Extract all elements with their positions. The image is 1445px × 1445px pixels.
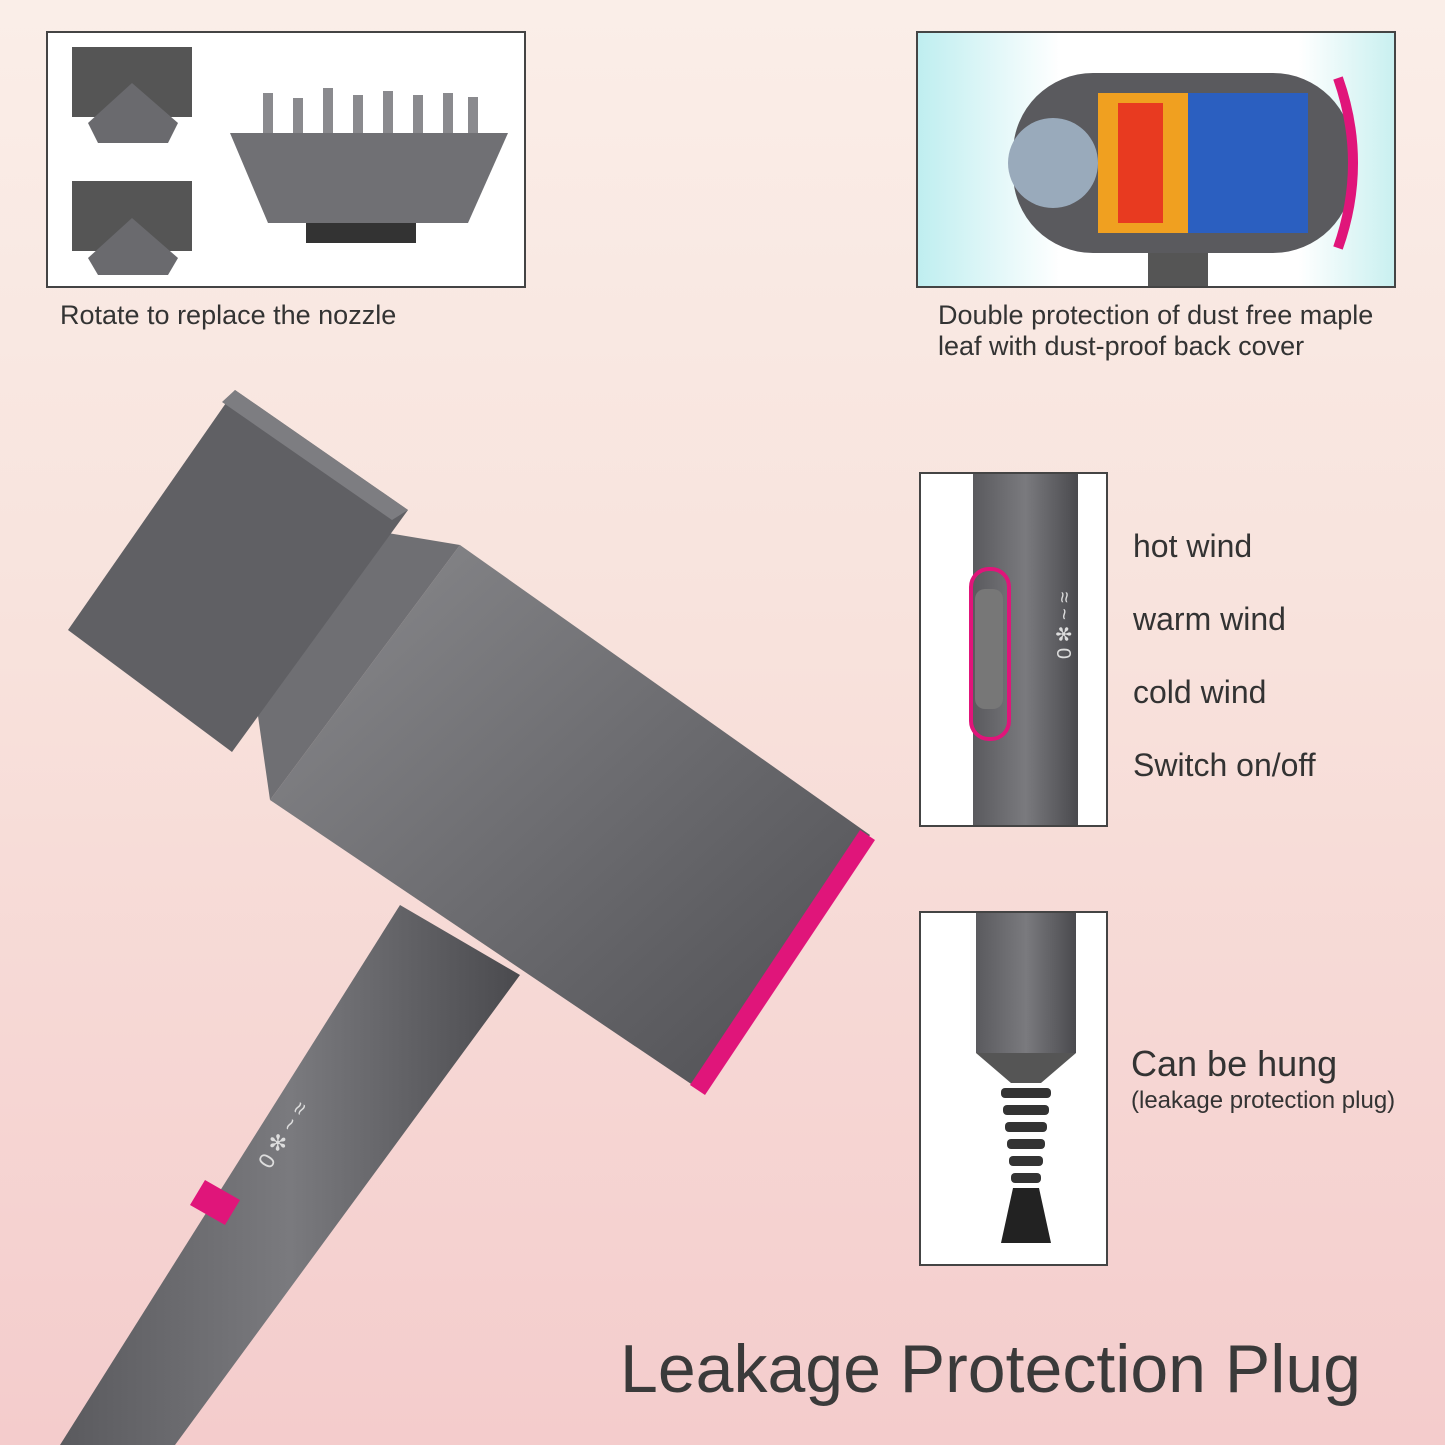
plug-closeup-image <box>976 913 1076 1243</box>
label-hot-wind: hot wind <box>1133 528 1253 564</box>
label-switch-on-off: Switch on/off <box>1133 747 1316 783</box>
hang-title: Can be hung <box>1131 1043 1338 1084</box>
switch-image-box: 0 ✻ ~ ≈ <box>919 472 1108 827</box>
plug-image-box <box>919 911 1108 1266</box>
dust-cover-image-box <box>916 31 1396 288</box>
label-cold-wind: cold wind <box>1133 674 1267 710</box>
svg-text:0 ✻ ~ ≈: 0 ✻ ~ ≈ <box>1054 592 1076 659</box>
nozzle-image-box <box>46 31 526 288</box>
hang-subtitle: (leakage protection plug) <box>1131 1087 1396 1114</box>
switch-closeup-image: 0 ✻ ~ ≈ <box>969 474 1078 825</box>
headline: Leakage Protection Plug <box>620 1331 1361 1407</box>
label-warm-wind: warm wind <box>1133 601 1286 637</box>
nozzle-attachments-image <box>72 47 508 275</box>
dust-caption: Double protection of dust free maple lea… <box>938 300 1374 361</box>
dryer-cutaway-image <box>1008 73 1358 286</box>
nozzle-caption: Rotate to replace the nozzle <box>60 300 397 330</box>
